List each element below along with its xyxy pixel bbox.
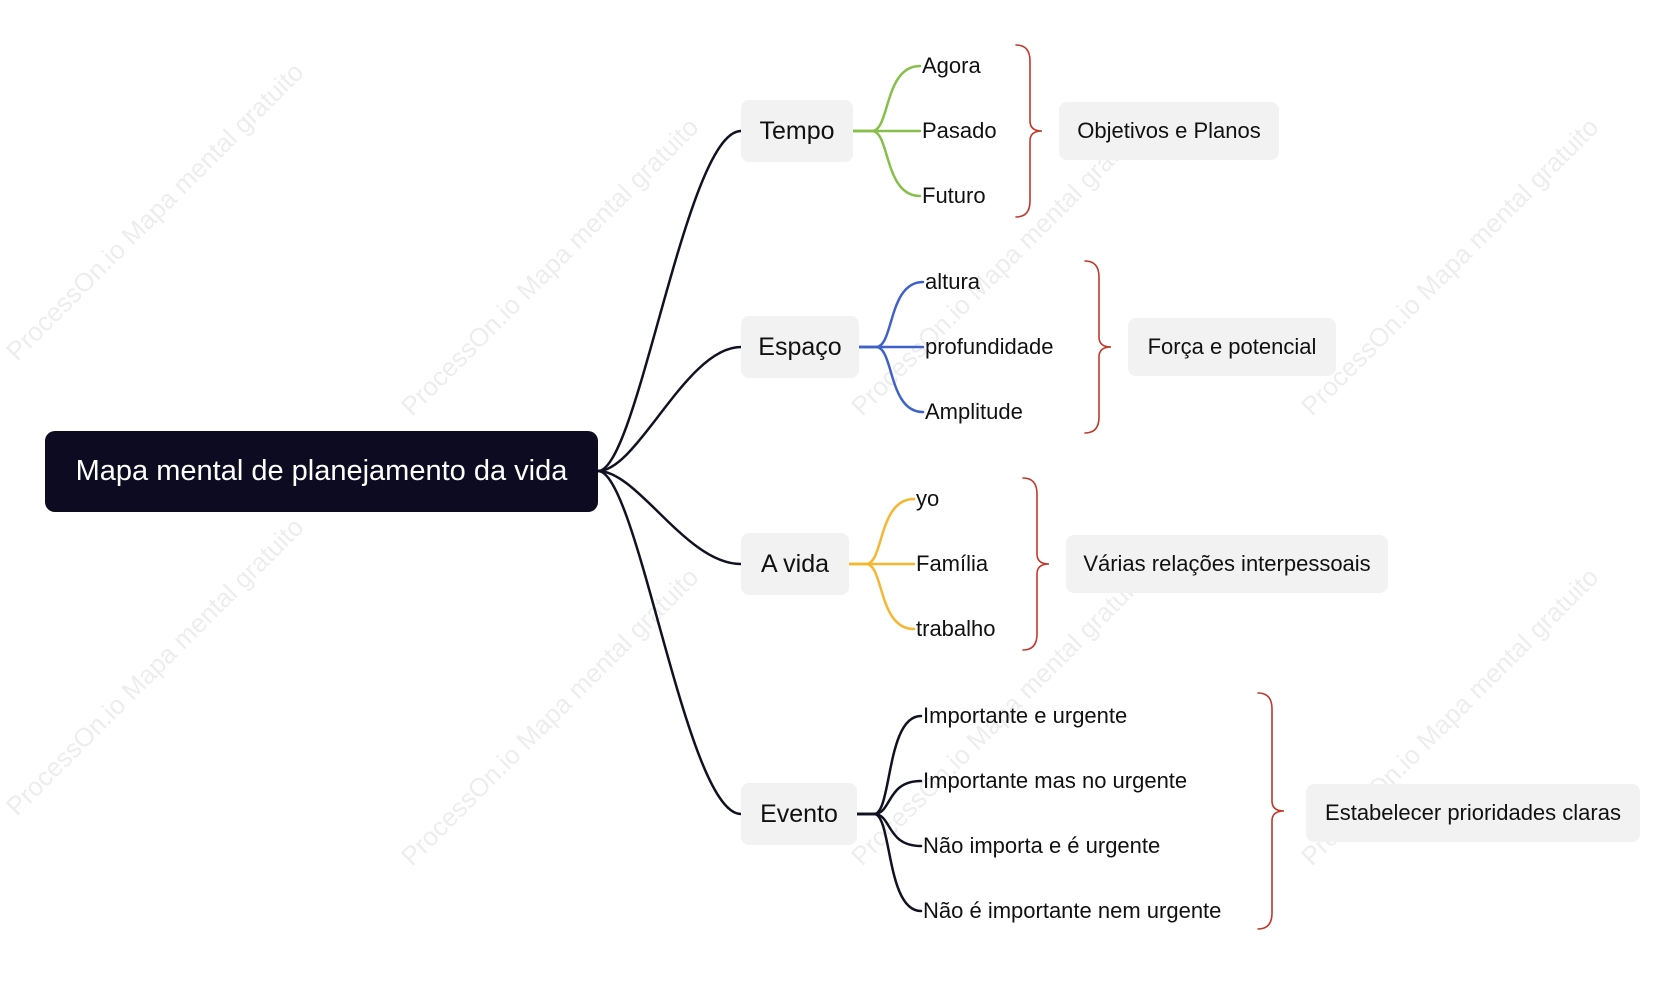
leaf-familia[interactable]: Família xyxy=(916,551,989,576)
leaf-agora[interactable]: Agora xyxy=(922,53,981,78)
leaf-importante-e-urgente[interactable]: Importante e urgente xyxy=(923,703,1128,728)
leaf-importante-mas-no-urgente[interactable]: Importante mas no urgente xyxy=(923,768,1188,793)
leaf-connector-2-0 xyxy=(847,497,916,566)
branch-espaco[interactable]: Espaço xyxy=(741,316,859,378)
branch-tempo[interactable]: Tempo xyxy=(741,100,853,162)
root-connector-1 xyxy=(596,345,743,473)
root-connector-2 xyxy=(596,469,743,566)
leaf-connector-3-1 xyxy=(855,779,923,816)
summary-bracket-1 xyxy=(1084,260,1112,434)
summary-tempo[interactable]: Objetivos e Planos xyxy=(1059,102,1279,160)
leaf-futuro[interactable]: Futuro xyxy=(922,183,986,208)
branch-a-vida[interactable]: A vida xyxy=(741,533,849,595)
leaf-connector-3-3 xyxy=(855,812,923,913)
leaf-connector-2-2 xyxy=(847,562,916,631)
summary-espaco[interactable]: Força e potencial xyxy=(1128,318,1336,376)
summary-bracket-2 xyxy=(1022,477,1050,651)
branch-evento[interactable]: Evento xyxy=(741,783,857,845)
leaf-connector-3-2 xyxy=(855,812,923,848)
leaf-yo[interactable]: yo xyxy=(916,486,940,511)
leaf-profundidade[interactable]: profundidade xyxy=(925,334,1054,359)
leaf-connector-1-0 xyxy=(857,280,925,349)
summary-bracket-0 xyxy=(1015,44,1043,218)
summary-a-vida[interactable]: Várias relações interpessoais xyxy=(1066,535,1388,593)
leaf-connector-0-0 xyxy=(851,64,922,133)
leaf-trabalho[interactable]: trabalho xyxy=(916,616,996,641)
leaf-connector-0-2 xyxy=(851,129,922,198)
leaf-connector-1-2 xyxy=(857,345,925,414)
summary-bracket-3 xyxy=(1257,692,1285,930)
leaf-nao-importa-e-urgente[interactable]: Não importa e é urgente xyxy=(923,833,1161,858)
leaf-pasado[interactable]: Pasado xyxy=(922,118,997,143)
root-connector-3 xyxy=(596,469,743,816)
leaf-altura[interactable]: altura xyxy=(925,269,981,294)
summary-evento[interactable]: Estabelecer prioridades claras xyxy=(1306,784,1640,842)
root-node[interactable]: Mapa mental de planejamento da vida xyxy=(45,431,598,512)
leaf-amplitude[interactable]: Amplitude xyxy=(925,399,1023,424)
leaf-nao-e-importante-nem-urgente[interactable]: Não é importante nem urgente xyxy=(923,898,1222,923)
root-connector-0 xyxy=(596,129,743,473)
